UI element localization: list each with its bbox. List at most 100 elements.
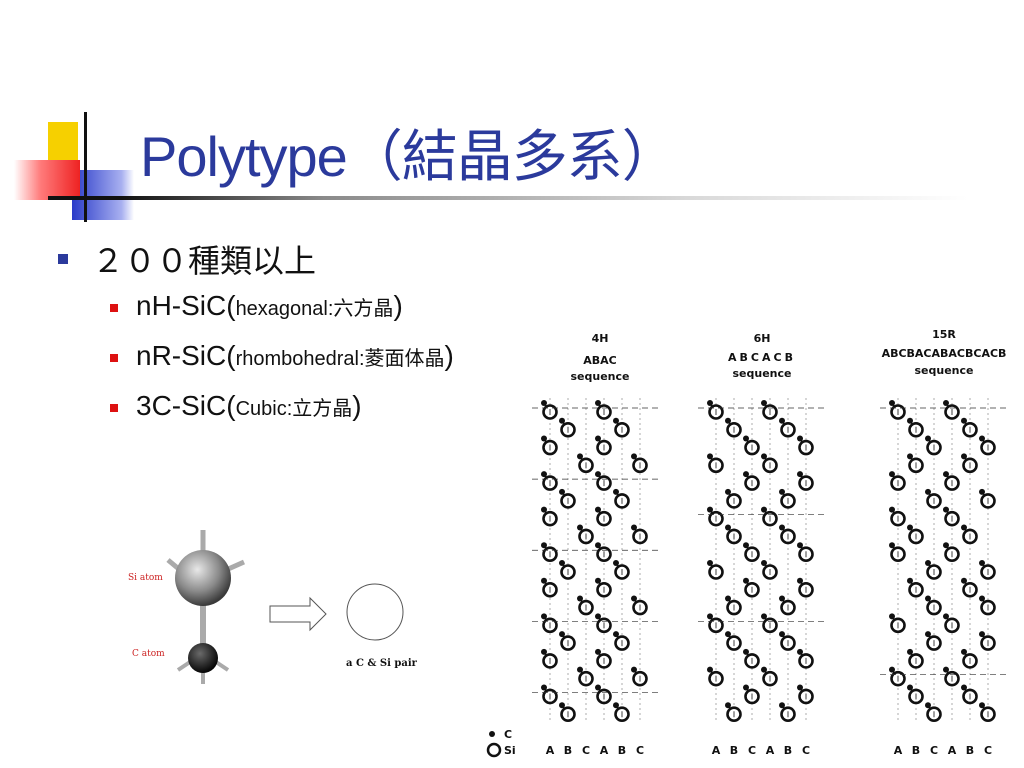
sub-bullet-main: 3C-SiC( [136, 390, 236, 421]
column-title: 4H [592, 332, 609, 345]
carbon-dot [541, 542, 547, 549]
carbon-dot [797, 648, 803, 655]
carbon-dot [925, 595, 931, 602]
carbon-dot [907, 524, 913, 531]
carbon-dot [613, 488, 619, 495]
axis-letter: B [564, 744, 572, 757]
bullet-marker [58, 254, 68, 264]
carbon-dot [613, 631, 619, 638]
axis-letter: C [748, 744, 756, 757]
carbon-dot [797, 684, 803, 691]
polytype-stacking-figure: 4H ABAC sequence 6H ABCACB sequence 15R … [486, 328, 1007, 758]
carbon-dot [559, 417, 565, 424]
carbon-dot [595, 648, 601, 655]
carbon-dot [925, 702, 931, 709]
carbon-dot [725, 524, 731, 531]
carbon-dot [725, 595, 731, 602]
carbon-dot [707, 400, 713, 406]
column-sequence: ABCBACABACBCACB [882, 347, 1007, 360]
axis-letter: A [546, 744, 555, 757]
carbon-dot [541, 506, 547, 513]
carbon-dot [631, 595, 637, 602]
carbon-dot [595, 684, 601, 691]
axis-letter: A [948, 744, 957, 757]
pair-label: a C & Si pair [346, 658, 418, 669]
carbon-dot [889, 666, 895, 673]
carbon-dot [961, 524, 967, 531]
carbon-dot [925, 631, 931, 638]
carbon-dot [779, 631, 785, 638]
carbon-dot [541, 648, 547, 655]
sub-bullet-marker [110, 404, 118, 412]
carbon-dot [761, 666, 767, 673]
carbon-dot [725, 702, 731, 709]
atom-pair-illustration: Si atom C atom a C & Si pair [128, 530, 418, 684]
carbon-dot [707, 453, 713, 460]
c-atom-sphere [188, 643, 218, 673]
carbon-dot [925, 560, 931, 566]
carbon-dot [559, 560, 565, 566]
carbon-dot [797, 542, 803, 549]
sub-bullet-close: ) [444, 340, 454, 371]
carbon-dot [761, 453, 767, 460]
sub-bullet-detail: rhombohedral:菱面体晶 [235, 348, 445, 370]
carbon-dot [979, 435, 985, 442]
carbon-dot [595, 542, 601, 549]
title-divider [48, 196, 968, 200]
axis-letter: A [766, 744, 775, 757]
column-title: 15R [932, 328, 956, 341]
carbon-dot [613, 702, 619, 709]
carbon-dot [797, 577, 803, 584]
axis-letter: A [894, 744, 903, 757]
right-arrow-icon [269, 596, 327, 632]
carbon-dot [725, 631, 731, 638]
carbon-dot [979, 702, 985, 709]
axis-letter: B [730, 744, 738, 757]
legend-c-label: C [504, 728, 512, 741]
decor-red-square [14, 160, 80, 200]
carbon-dot [943, 666, 949, 673]
carbon-dot [779, 488, 785, 495]
carbon-dot [595, 613, 601, 620]
carbon-dot [907, 453, 913, 460]
carbon-dot [577, 524, 583, 531]
carbon-dot [743, 542, 749, 549]
axis-letter: A [600, 744, 609, 757]
column-caption: sequence [733, 367, 792, 380]
carbon-dot [889, 613, 895, 620]
carbon-dot [925, 435, 931, 442]
carbon-dot [907, 648, 913, 655]
carbon-dot [889, 542, 895, 549]
carbon-dot [943, 400, 949, 406]
carbon-dot [559, 488, 565, 495]
axis-letter: C [636, 744, 644, 757]
carbon-dot [559, 702, 565, 709]
slide-title: Polytype（結晶多系） [140, 125, 678, 188]
carbon-dot [595, 471, 601, 478]
decor-vertical-line [84, 112, 87, 222]
carbon-dot [889, 506, 895, 513]
carbon-dot [595, 400, 601, 406]
axis-letter: B [784, 744, 792, 757]
axis-letter: B [966, 744, 974, 757]
carbon-dot [541, 613, 547, 620]
carbon-dot [979, 631, 985, 638]
axis-letter: C [984, 744, 992, 757]
carbon-dot [613, 417, 619, 424]
carbon-dot [779, 702, 785, 709]
carbon-dot [707, 666, 713, 673]
carbon-dot [541, 684, 547, 691]
column-sequence: ABAC [583, 354, 616, 367]
bullet-text: ２００種類以上 [92, 242, 317, 280]
carbon-dot [725, 488, 731, 495]
pair-circle [346, 583, 404, 641]
axis-letter: B [618, 744, 626, 757]
carbon-dot [943, 613, 949, 620]
legend-si-label: Si [504, 744, 516, 757]
carbon-dot [889, 400, 895, 406]
sub-bullet-close: ) [352, 390, 362, 421]
carbon-dot [961, 648, 967, 655]
sub-bullet-marker [110, 354, 118, 362]
carbon-dot [631, 453, 637, 460]
carbon-dot [707, 613, 713, 620]
